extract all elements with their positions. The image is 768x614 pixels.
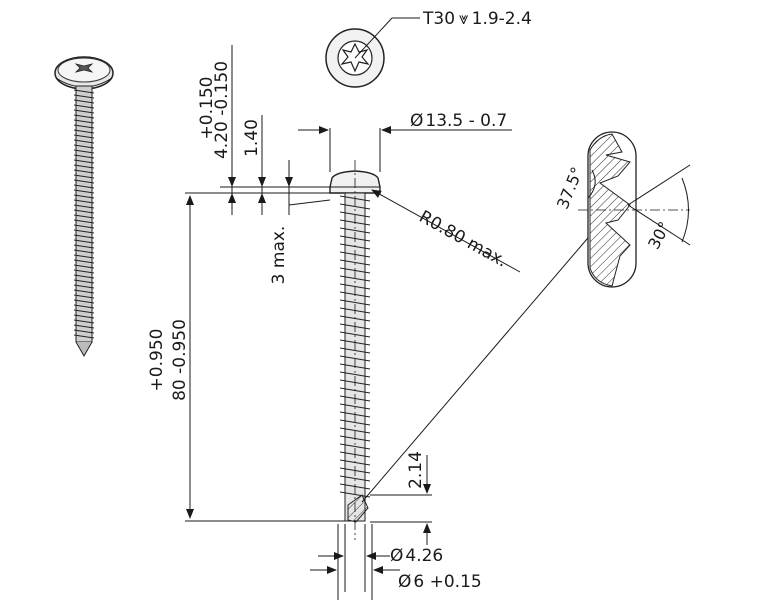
thread-crest [73,219,95,224]
thread-profile-detail [578,131,691,288]
head-radius: R0.80 max. [416,207,511,272]
thread-crest [73,204,95,209]
thread-crest [73,304,95,309]
thread-crest [73,274,95,279]
thread-crest [73,184,95,189]
thread-crest [73,99,95,104]
included-angle: 30° [644,218,674,252]
screw-illustration [54,56,114,358]
thread-crest [73,289,95,294]
length-value: 80 -0.950 [170,319,190,401]
thread-crest [73,329,95,334]
thread-crest [339,275,371,282]
screw-side-view [329,160,381,540]
thread-crest [339,299,371,306]
thread-crest [73,159,95,164]
thread-crest [73,199,95,204]
underhead-max: 3 max. [269,226,289,285]
thread-crest [73,284,95,289]
thread-crest [73,324,95,329]
thread-crest [73,94,95,99]
thread-crest [73,154,95,159]
thread-crest [73,134,95,139]
thread-crest [73,179,95,184]
thread-crest [73,194,95,199]
thread-illustration [73,89,95,339]
thread-crest [339,347,371,354]
thread-crest [73,129,95,134]
thread-crest [73,164,95,169]
thread-crest [73,144,95,149]
thread-crest [73,229,95,234]
thread-crest [73,314,95,319]
thread-crest [339,443,371,450]
thread-crest [339,419,371,426]
thread-crest [73,244,95,249]
thread-crest [339,491,371,498]
thread-crest [73,299,95,304]
drive-recess-view [325,17,420,88]
thread-crest [73,234,95,239]
thread-crest [73,224,95,229]
thread-crest [73,269,95,274]
thread-crest [73,124,95,129]
thread-crest [73,309,95,314]
tip-length: 2.14 [406,451,426,489]
flank-angle: 37.5° [553,164,587,212]
length-upper-tol: +0.950 [147,329,167,392]
thread-crest [73,174,95,179]
thread-crest [339,203,371,210]
drive-label: T30⩔1.9-2.4 [422,9,532,29]
thread-crest [73,249,95,254]
thread-crest [73,294,95,299]
thread-crest [73,264,95,269]
thread-crest [73,89,95,94]
thread-crest [73,139,95,144]
thread-crest [73,214,95,219]
thread-crest [339,259,371,266]
head-height-upper-tol: +0.150 [197,77,217,140]
thread-crest [73,254,95,259]
thread-crest [339,475,371,482]
dimension-lines [185,45,594,600]
thread-crest [339,331,371,338]
thread-crest [73,169,95,174]
thread-crest [73,109,95,114]
thread-crest [73,239,95,244]
thread-crest [73,319,95,324]
thread-crest [73,114,95,119]
thread-crest [73,209,95,214]
thread-crest [73,149,95,154]
thread-crest [73,279,95,284]
thread-crest [73,119,95,124]
thread-crest [339,403,371,410]
head-height-lower: 4.20 -0.150 [212,61,232,159]
thread-crest [73,189,95,194]
thread-crest [73,259,95,264]
thread-crest [339,371,371,378]
head-step: 1.40 [242,119,262,157]
thread-crest [339,227,371,234]
thread-crest [73,334,95,339]
thread-crest [73,104,95,109]
